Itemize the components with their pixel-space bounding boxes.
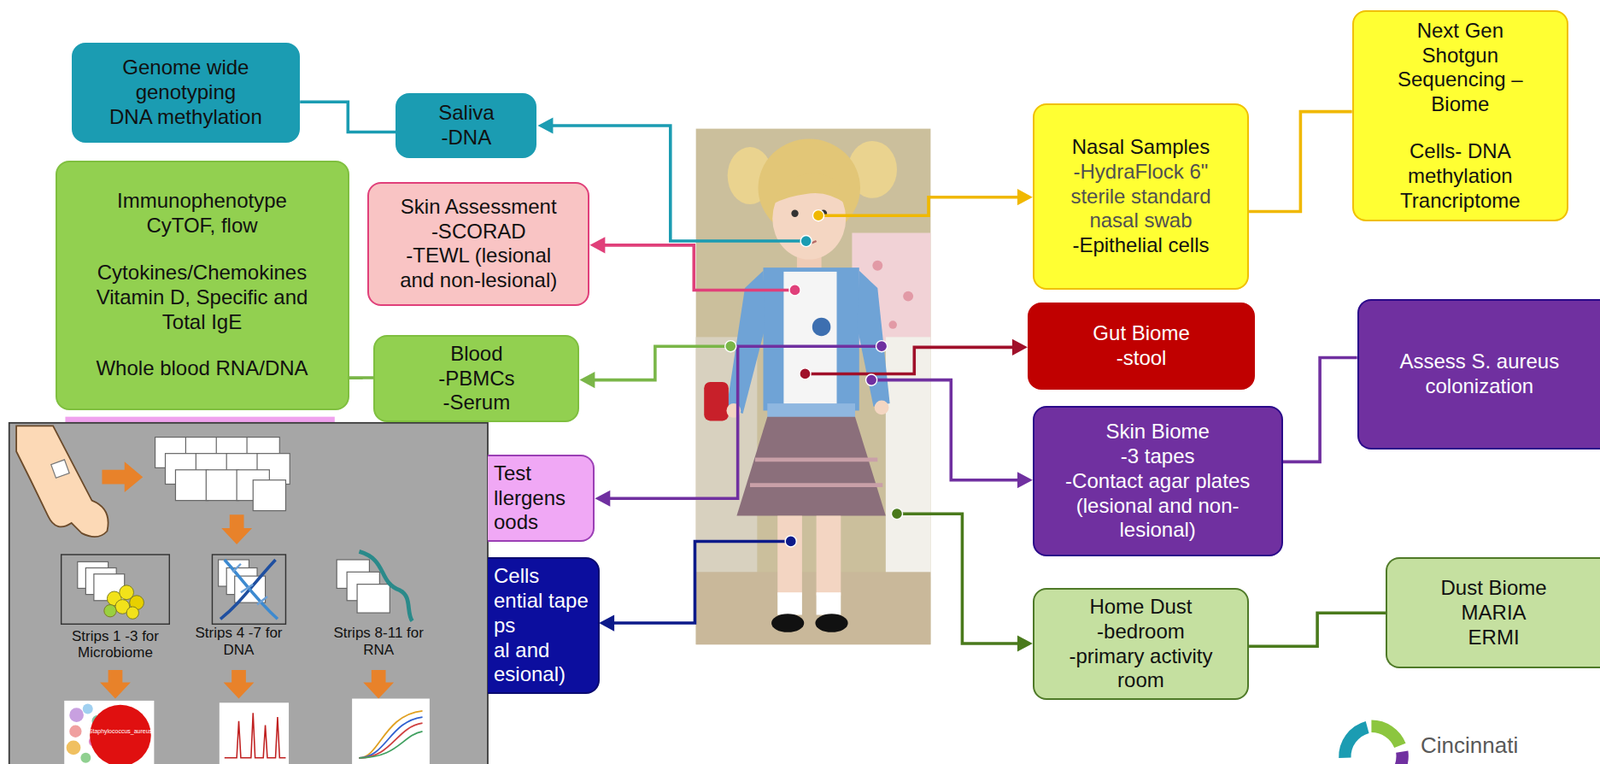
box-text: -SCORAD <box>431 219 527 245</box>
box-text: Nasal Samples <box>1072 134 1210 160</box>
connector <box>299 101 396 132</box>
box-text: Cells- DNA methylation Trancriptome <box>1391 139 1529 213</box>
box-text: -PBMCs <box>438 366 515 392</box>
logo-mark <box>1344 726 1402 764</box>
box-text: -Contact agar plates (lesional and non-l… <box>1054 468 1261 543</box>
box-text: Immunophenotype CyTOF, flow <box>82 188 323 239</box>
box-text: -DNA <box>441 125 493 151</box>
sample-box: Skin Biome-3 tapes-Contact agar plates (… <box>1032 405 1284 557</box>
sample-box: Nasal Samples-HydraFlock 6" sterile stan… <box>1032 103 1249 291</box>
box-text: -Serum <box>442 390 510 416</box>
box-text: al and <box>493 638 550 663</box>
pink-strip <box>64 416 335 423</box>
logo-text: Cincinnati <box>1409 732 1530 759</box>
box-text: ERMI <box>1468 625 1520 651</box>
connector <box>1283 357 1358 462</box>
connector <box>1248 111 1353 212</box>
sample-box: Gut Biome-stool <box>1027 302 1255 391</box>
strip-label: Strips 8-11 for RNA <box>325 624 433 658</box>
leader-heads <box>538 117 1033 651</box>
strip-label: Strips 4 -7 for DNA <box>185 624 293 658</box>
box-text: Next Gen Shotgun Sequencing – Biome <box>1391 18 1529 118</box>
box-text: -3 tapes <box>1120 444 1196 469</box>
child-photo <box>696 128 932 645</box>
analysis-box: Next Gen Shotgun Sequencing – BiomeCells… <box>1352 10 1569 222</box>
box-text: DNA methylation <box>109 105 263 130</box>
box-text: Whole blood RNA/DNA <box>95 356 308 381</box>
box-text: Skin Biome <box>1105 419 1209 445</box>
analysis-box: Dust BiomeMARIAERMI <box>1385 556 1600 669</box>
sample-box: Blood-PBMCs-Serum <box>373 334 580 422</box>
box-text: ential tape <box>493 588 589 614</box>
connector <box>1248 612 1386 646</box>
analysis-box: Genome wide genotypingDNA methylation <box>71 42 301 143</box>
box-text: Saliva <box>438 100 494 126</box>
sample-box: Home Dust-bedroom-primary activity room <box>1032 587 1249 700</box>
analysis-box: Assess S. aureus colonization <box>1357 298 1600 450</box>
box-text: -TEWL (lesional and non-lesional) <box>392 243 564 294</box>
tape-strip-panel <box>9 422 488 764</box>
box-text: -Epithelial cells <box>1072 233 1209 258</box>
box-text: Cytokines/Chemokines Vitamin D, Specific… <box>82 260 323 335</box>
box-text: Cells <box>493 563 540 589</box>
box-text: Gut Biome <box>1092 321 1190 346</box>
box-text: Dust Biome <box>1441 575 1548 601</box>
box-text: -HydraFlock 6" sterile standard nasal sw… <box>1054 159 1226 234</box>
sample-box: Cellsential tapepsal andesional) <box>487 556 600 694</box>
box-text: oods <box>493 509 539 535</box>
box-text: MARIA <box>1461 600 1527 626</box>
box-text: -bedroom <box>1096 619 1185 645</box>
strip-label: Strips 1 -3 for Microbiome <box>61 627 169 662</box>
box-text: Genome wide genotyping <box>104 55 267 106</box>
box-text: -stool <box>1116 345 1167 371</box>
sample-box: Saliva-DNA <box>395 93 537 159</box>
species-label: Staphylococcus_aureus <box>82 727 159 735</box>
box-text: Assess S. aureus colonization <box>1365 349 1594 399</box>
box-text: Skin Assessment <box>400 194 557 220</box>
box-text: Blood <box>450 341 503 367</box>
connector <box>349 375 375 380</box>
sample-box: Testllergensoods <box>487 454 595 543</box>
leader-lines <box>550 125 1020 644</box>
box-text: Test <box>493 461 532 487</box>
analysis-box: Immunophenotype CyTOF, flowCytokines/Che… <box>55 160 350 411</box>
box-text: llergens <box>493 486 566 511</box>
box-text: Home Dust <box>1089 594 1192 620</box>
assessment-box: Skin Assessment-SCORAD-TEWL (lesional an… <box>367 181 590 307</box>
box-text: -primary activity room <box>1059 644 1222 694</box>
box-text: ps <box>493 613 516 639</box>
box-text: esional) <box>493 662 566 687</box>
